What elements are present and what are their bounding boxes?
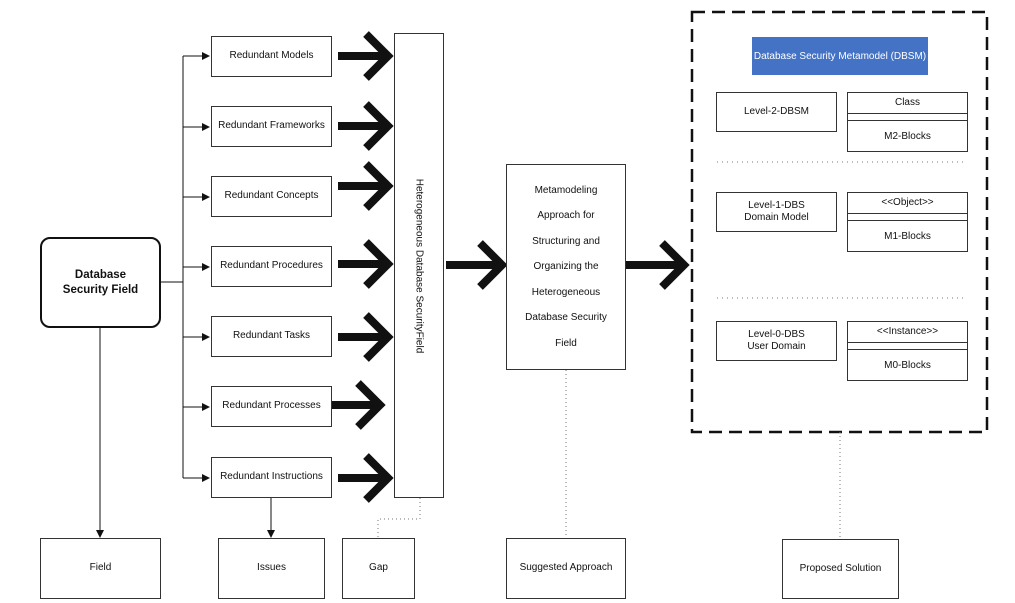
redundant-instructions-box: Redundant Instructions [211,457,332,498]
big-arrow-to-approach [446,240,508,290]
m0-block: <<Instance>> M0-Blocks [847,321,968,381]
approach-line: Field [555,337,577,349]
field-title-line2: Security Field [62,283,139,296]
dbsm-title: Database Security Metamodel (DBSM) [752,37,928,75]
bottom-label: Issues [257,562,286,574]
heterogeneous-field-box: Heterogeneous Database SecurityField [394,33,444,498]
level-0-box: Level-0-DBS User Domain [716,321,837,361]
heterogeneous-field-label: Heterogeneous Database SecurityField [413,178,425,353]
redundant-label: Redundant Procedures [220,260,323,272]
big-arrow-models [338,31,394,81]
field-title-line1: Database [74,269,127,282]
database-security-field-box: Database Security Field [40,237,161,328]
branch-connector [160,52,210,482]
m2-block: Class M2-Blocks [847,92,968,152]
bottom-label: Suggested Approach [519,562,613,574]
level-sublabel: User Domain [747,341,806,352]
redundant-label: Redundant Tasks [232,330,311,342]
redundant-label: Redundant Processes [222,400,321,412]
redundant-tasks-box: Redundant Tasks [211,316,332,357]
redundant-concepts-box: Redundant Concepts [211,176,332,217]
block-divider [848,213,967,221]
block-divider [848,113,967,121]
bottom-label: Proposed Solution [799,562,882,574]
m1-block: <<Object>> M1-Blocks [847,192,968,252]
big-arrow-instructions [338,453,394,503]
redundant-models-box: Redundant Models [211,36,332,77]
block-name: M2-Blocks [884,130,931,142]
big-arrow-procedures [338,239,394,289]
approach-line: Heterogeneous [531,286,601,298]
approach-line: Organizing the [533,261,599,273]
big-arrow-to-dbsm [626,240,690,290]
big-arrow-processes [330,380,386,430]
gap-connector [377,498,421,537]
suggested-approach-box: Suggested Approach [506,538,626,599]
redundant-label: Redundant Frameworks [218,120,325,132]
approach-line: Structuring and [532,235,600,247]
metamodeling-approach-box: Metamodeling Approach for Structuring an… [506,164,626,370]
block-divider [848,342,967,350]
field-label-box: Field [40,538,161,599]
big-arrow-concepts [338,161,394,211]
redundant-frameworks-box: Redundant Frameworks [211,106,332,147]
proposed-solution-box: Proposed Solution [782,539,899,599]
redundant-processes-box: Redundant Processes [211,386,332,427]
block-name: M0-Blocks [884,359,931,371]
big-arrow-frameworks [338,101,394,151]
block-name: M1-Blocks [884,230,931,242]
block-stereotype: Class [894,97,920,108]
bottom-label: Field [89,562,112,574]
redundant-label: Redundant Concepts [224,190,319,202]
redundant-procedures-box: Redundant Procedures [211,246,332,287]
redundant-label: Redundant Models [229,50,314,62]
level-label: Level-2-DBSM [743,105,810,117]
redundant-label: Redundant Instructions [220,471,323,483]
approach-line: Approach for [537,210,595,222]
big-arrow-tasks [338,312,394,362]
big-arrows [330,31,690,503]
level-sublabel: Domain Model [744,212,809,223]
approach-line: Metamodeling [534,184,598,196]
block-stereotype: <<Instance>> [876,326,939,337]
gap-label-box: Gap [342,538,415,599]
block-stereotype: <<Object>> [881,197,934,208]
level-2-box: Level-2-DBSM [716,92,837,132]
issues-label-box: Issues [218,538,325,599]
level-label: Level-0-DBS [748,328,805,340]
level-label: Level-1-DBS [748,199,805,211]
approach-line: Database Security [525,312,607,324]
level-1-box: Level-1-DBS Domain Model [716,192,837,232]
bottom-label: Gap [369,562,388,574]
